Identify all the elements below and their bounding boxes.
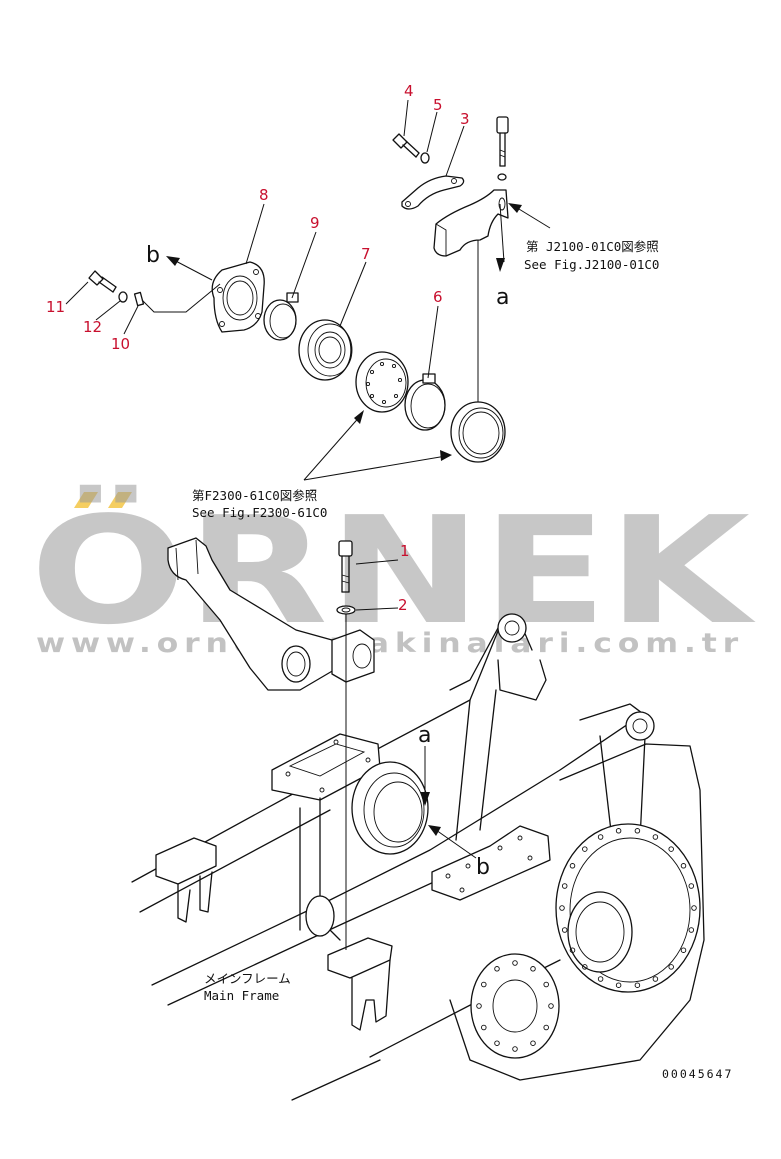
part-12-washer [118, 291, 128, 303]
watermark-url: www.ornekismakinalari.com.tr [36, 628, 744, 659]
bolt-hole [680, 947, 687, 953]
callout-numbers: 1 2 3 4 5 6 7 8 9 10 11 12 [46, 82, 470, 614]
callout-6: 6 [433, 288, 443, 306]
part-7-seal [298, 319, 353, 381]
bolt-hole [561, 883, 568, 889]
watermark: ÖRNEK www.ornekismakinalari.com.tr [30, 484, 757, 659]
part-10-lock-plate [133, 291, 145, 307]
bolt-hole [569, 863, 576, 869]
part-2-washer [336, 605, 356, 615]
letter-a-lower: a [418, 723, 431, 748]
drawing-number: 00045647 [662, 1067, 733, 1081]
callout-8: 8 [259, 186, 269, 204]
bolt-hole [691, 905, 697, 911]
bolt-hole [512, 960, 518, 966]
bolt-hole [481, 1024, 487, 1031]
bolt-hole [582, 964, 588, 970]
callout-4: 4 [404, 82, 414, 100]
top-bolt [496, 116, 509, 181]
letter-b-left: b [146, 243, 160, 268]
watermark-brand: ÖRNEK [30, 484, 757, 657]
cover-bolt-holes [559, 828, 697, 988]
bolt-hole [688, 927, 695, 933]
bolt-hole [597, 976, 604, 982]
letter-a-top: a [496, 285, 509, 310]
bolt-hole [615, 828, 622, 834]
callout-2: 2 [398, 596, 408, 614]
bolt-hole [634, 982, 641, 988]
leader-lines [65, 99, 551, 950]
main-frame-assembly [131, 613, 705, 1101]
part-11-bolt [88, 270, 117, 293]
bolt-hole [530, 966, 536, 972]
bolt-hole [494, 1040, 500, 1046]
ref-j2100-en: See Fig.J2100-01C0 [524, 257, 659, 272]
stay-bracket [433, 189, 509, 257]
ref-f2300-en: See Fig.F2300-61C0 [192, 505, 327, 520]
callout-11: 11 [46, 298, 65, 316]
bolt-hole [569, 947, 576, 953]
ref-j2100-jp: 第 J2100-01C0図参照 [526, 239, 659, 254]
bolt-hole [652, 976, 659, 982]
bolt-hole [688, 883, 695, 889]
callout-1: 1 [400, 542, 410, 560]
callout-10: 10 [111, 335, 130, 353]
callout-3: 3 [460, 110, 470, 128]
main-frame-label: メインフレーム Main Frame [204, 971, 291, 1003]
part-8-flange [211, 261, 265, 333]
part-3-bracket-plate [401, 175, 465, 210]
figure-references: 第 J2100-01C0図参照 See Fig.J2100-01C0 第F230… [192, 239, 659, 520]
bolt-hole [543, 981, 549, 988]
callout-12: 12 [83, 318, 102, 336]
ref-f2300-jp: 第F2300-61C0図参照 [192, 488, 317, 503]
callout-7: 7 [361, 245, 371, 263]
callout-9: 9 [310, 214, 320, 232]
letter-b-lower: b [476, 855, 490, 880]
bolt-hole [559, 905, 565, 911]
bolt-hole [668, 846, 674, 852]
part-5-washer [420, 152, 430, 164]
bolt-hole [615, 982, 622, 988]
bolt-hole [597, 834, 604, 840]
callout-5: 5 [433, 96, 443, 114]
bolt-hole [634, 828, 641, 834]
bolt-hole [582, 846, 588, 852]
bolt-hole [561, 927, 568, 933]
part-1-bolt [338, 540, 353, 593]
bolt-hole [668, 964, 674, 970]
main-frame-label-jp: メインフレーム [204, 971, 291, 986]
bolt-hole [548, 1003, 554, 1009]
watermark-accent-mark [108, 492, 132, 508]
bolt-hole [481, 981, 487, 988]
stay-arm [167, 537, 375, 691]
part-6-clamp [404, 373, 446, 431]
bolt-hole [476, 1003, 482, 1009]
bolt-hole [652, 834, 659, 840]
bolt-hole [530, 1040, 536, 1046]
bolt-hole [512, 1046, 518, 1052]
watermark-accent-mark [74, 492, 98, 508]
cover-plate [355, 351, 409, 413]
part-4-bolt [392, 133, 420, 158]
seal-ring [450, 401, 506, 463]
bolt-hole [543, 1024, 549, 1031]
bolt-hole [680, 863, 687, 869]
bolt-hole [494, 966, 500, 972]
main-frame-label-en: Main Frame [204, 988, 279, 1003]
part-9-clamp [263, 292, 299, 341]
boss-bolt-holes [476, 960, 554, 1052]
connection-letters: a b a b [146, 243, 509, 880]
